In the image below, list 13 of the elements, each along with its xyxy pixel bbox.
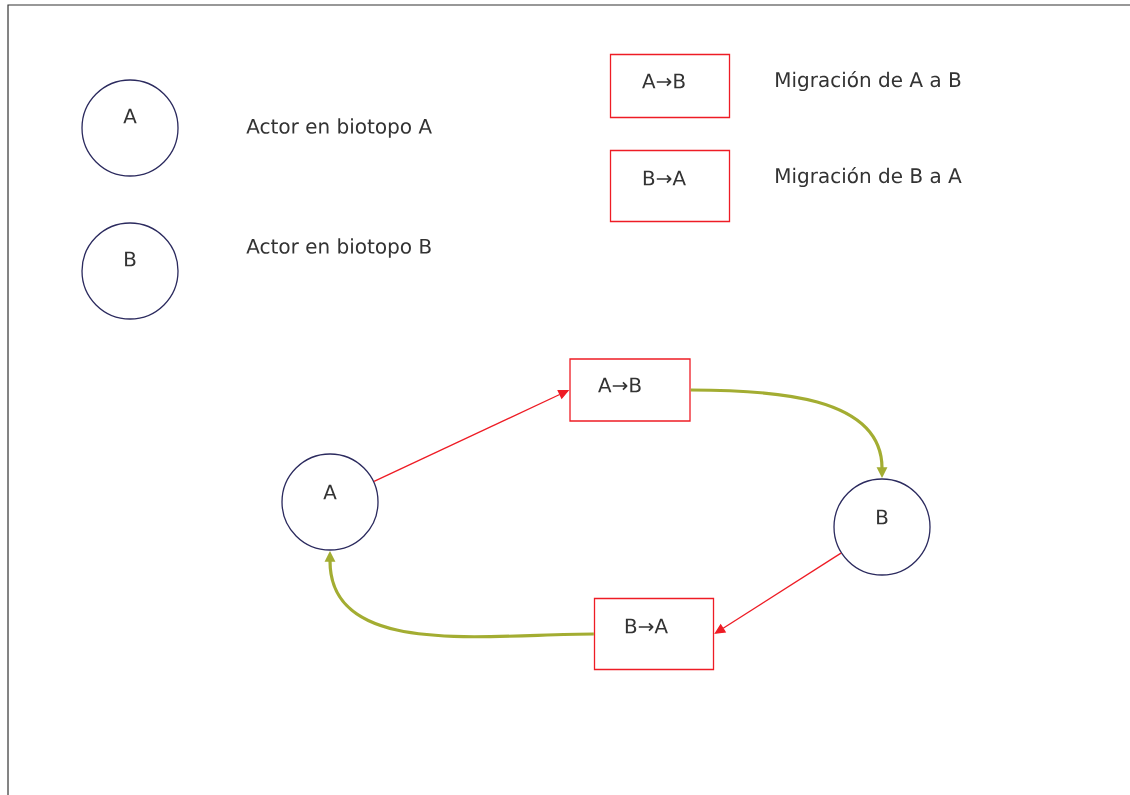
migration-box: B→A [593,597,715,671]
migration-box: A→B [569,358,691,422]
migration-box: A→B [609,53,731,119]
legend-text: Migración de B a A [776,166,962,188]
circle-node: B [81,222,179,320]
legend-text: Actor en biotopo A [246,118,432,138]
circle-node: A [81,79,179,177]
legend-text: Migración de A a B [776,70,961,92]
circle-node: A [281,453,379,551]
circle-node: B [833,478,931,576]
migration-box: B→A [609,149,731,223]
arrow [714,552,842,634]
legend-text: Actor en biotopo B [246,238,431,258]
